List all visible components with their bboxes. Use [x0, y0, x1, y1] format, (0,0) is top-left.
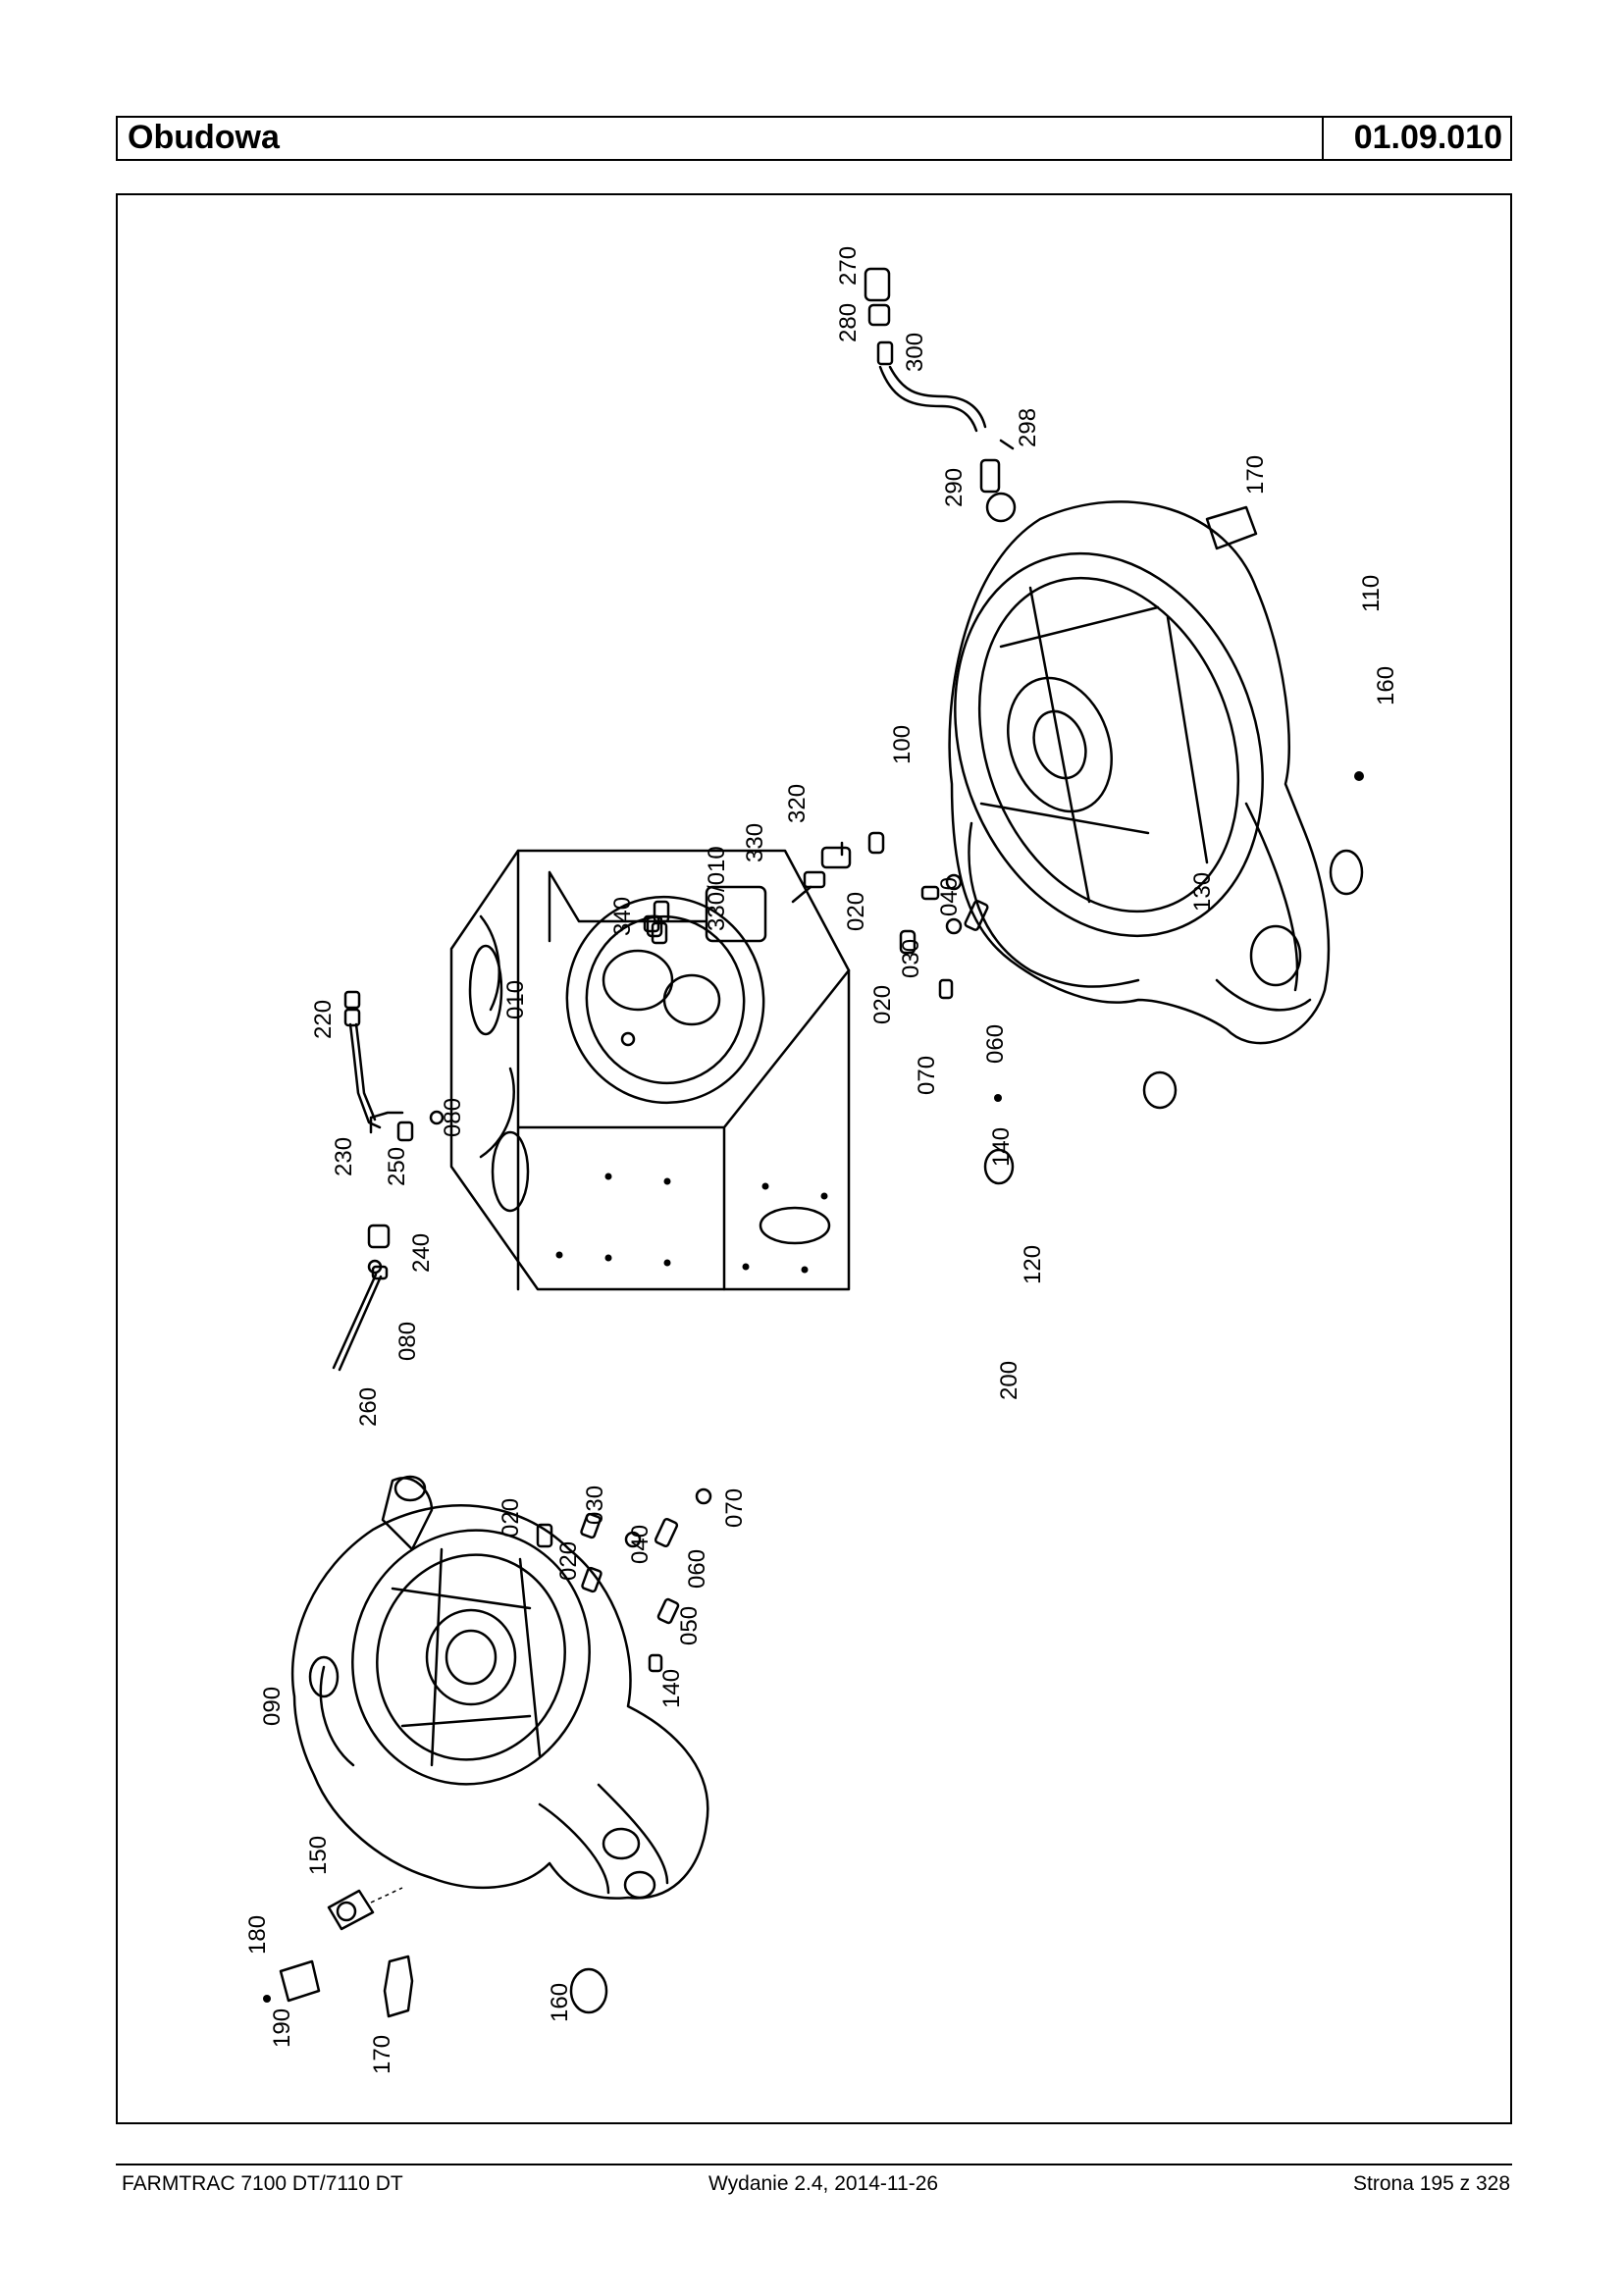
label-080: 080	[394, 1322, 421, 1361]
label-060: 060	[684, 1549, 710, 1589]
label-120: 120	[1020, 1245, 1046, 1284]
label-090: 090	[259, 1687, 286, 1726]
label-020: 020	[843, 892, 869, 931]
small-parts-drawing	[332, 990, 445, 1372]
page-header: Obudowa 01.09.010	[116, 116, 1512, 161]
label-330-010: 330/010	[704, 846, 730, 931]
label-240: 240	[408, 1233, 435, 1273]
label-170: 170	[1242, 455, 1269, 495]
label-140: 140	[988, 1127, 1015, 1167]
label-030: 030	[898, 939, 924, 978]
label-160: 160	[1373, 666, 1399, 705]
label-010: 010	[502, 980, 529, 1019]
label-140: 140	[658, 1669, 685, 1708]
label-320: 320	[784, 784, 811, 823]
label-298: 298	[1015, 408, 1041, 447]
footer-rule	[116, 2164, 1512, 2165]
front-housing-drawing	[263, 1475, 712, 2018]
section-code: 01.09.010	[1322, 118, 1510, 159]
label-070: 070	[914, 1056, 940, 1095]
label-290: 290	[941, 468, 968, 507]
exploded-diagram: 270 280 300 298 290 170 110 160 100 130 …	[116, 193, 1512, 2124]
footer-model: FARMTRAC 7100 DT/7110 DT	[122, 2172, 403, 2195]
label-270: 270	[835, 246, 862, 286]
label-340: 340	[609, 897, 636, 936]
label-020: 020	[869, 985, 896, 1024]
label-040: 040	[936, 877, 963, 916]
label-200: 200	[996, 1361, 1022, 1400]
label-080: 080	[440, 1098, 466, 1137]
label-330: 330	[742, 823, 768, 862]
label-300: 300	[902, 333, 928, 372]
center-housing-drawing	[449, 831, 1015, 1291]
label-030: 030	[582, 1486, 608, 1525]
label-100: 100	[889, 725, 916, 764]
label-150: 150	[305, 1836, 332, 1875]
label-190: 190	[269, 2008, 295, 2048]
label-110: 110	[1358, 575, 1385, 612]
parts-drawing: 270 280 300 298 290 170 110 160 100 130 …	[244, 246, 1399, 2074]
label-180: 180	[244, 1915, 271, 1955]
label-260: 260	[355, 1387, 382, 1427]
label-070: 070	[721, 1488, 748, 1528]
footer-page-number: Strona 195 z 328	[1353, 2172, 1510, 2195]
label-280: 280	[835, 303, 862, 342]
label-020: 020	[498, 1498, 524, 1538]
page-title: Obudowa	[128, 119, 280, 156]
label-250: 250	[384, 1147, 410, 1186]
label-050: 050	[676, 1606, 703, 1645]
label-170: 170	[369, 2035, 395, 2074]
label-230: 230	[331, 1137, 357, 1176]
label-020: 020	[555, 1541, 582, 1581]
rear-housing-drawing	[864, 267, 1364, 1110]
footer-edition: Wydanie 2.4, 2014-11-26	[708, 2172, 939, 2195]
part-labels: 270 280 300 298 290 170 110 160 100 130 …	[244, 246, 1399, 2074]
label-130: 130	[1189, 872, 1216, 912]
label-040: 040	[627, 1525, 654, 1564]
label-220: 220	[310, 1000, 337, 1039]
label-060: 060	[982, 1024, 1009, 1064]
label-160: 160	[547, 1983, 573, 2022]
